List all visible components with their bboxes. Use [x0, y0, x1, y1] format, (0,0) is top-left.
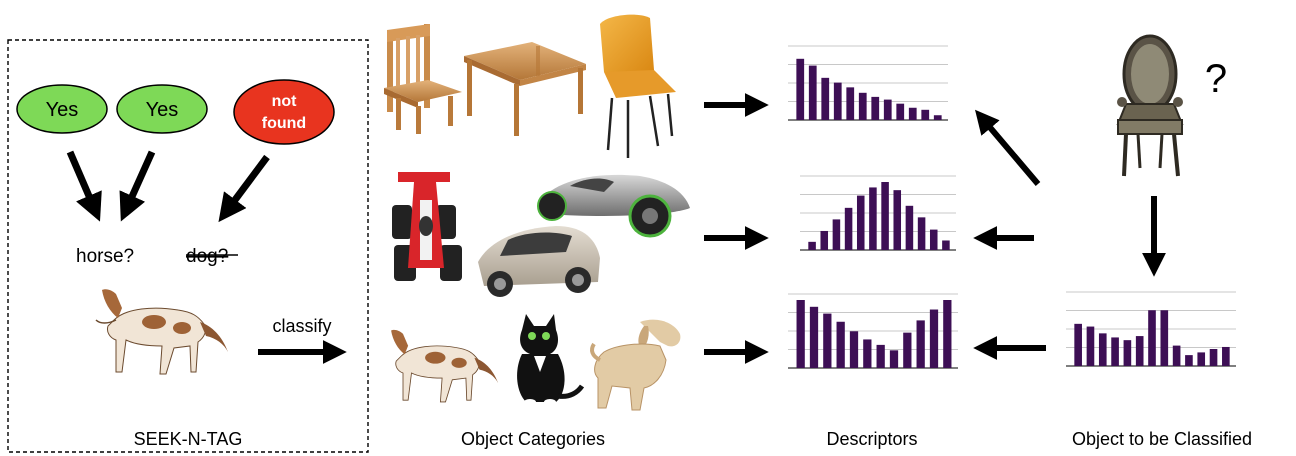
histogram-bar	[1123, 340, 1132, 366]
histogram-bar	[846, 87, 855, 120]
histogram-bar	[821, 77, 830, 120]
seek-n-tag-panel	[7, 39, 369, 453]
histogram-bar	[881, 182, 889, 250]
histogram-bar	[883, 99, 892, 120]
query-dog: dog?	[186, 246, 228, 267]
query-horse: horse?	[76, 246, 134, 267]
histogram-bar	[1098, 333, 1107, 366]
histogram-bar	[905, 205, 914, 250]
yes-label: Yes	[46, 99, 79, 121]
descriptor-histogram-furniture	[788, 45, 948, 121]
histogram-bar	[809, 306, 819, 368]
histogram-bar	[823, 313, 832, 368]
histogram-bar	[820, 230, 829, 250]
histogram-bar	[1111, 337, 1119, 366]
histogram-bar	[1074, 323, 1082, 366]
arrow-up-left-icon	[975, 109, 1041, 186]
histogram-bar	[893, 190, 902, 250]
histogram-bar	[917, 217, 926, 250]
race-car-icon	[392, 172, 462, 281]
arrow-down-icon	[119, 150, 156, 222]
histogram-bar	[943, 300, 952, 368]
cat-icon	[517, 314, 585, 405]
histogram-bar	[1222, 346, 1230, 366]
yes-bubble: Yes	[16, 84, 108, 134]
query-descriptor-histogram	[1066, 291, 1236, 367]
histogram-bar	[896, 103, 905, 120]
histogram-bar	[1086, 326, 1095, 366]
histogram-bar	[929, 229, 938, 250]
descriptor-histogram-animals	[788, 293, 958, 369]
histogram-bar	[849, 331, 859, 368]
table-icon	[464, 42, 586, 136]
arrow-down-icon	[218, 154, 270, 223]
histogram-bar	[808, 241, 816, 250]
antique-chair-icon	[1116, 34, 1184, 177]
suv-icon	[478, 226, 600, 297]
not-found-label-line2: found	[262, 115, 306, 132]
histogram-bar	[1197, 352, 1206, 366]
section-label-object-to-classify: Object to be Classified	[1072, 429, 1252, 449]
histogram-bar	[942, 240, 950, 250]
histogram-bar	[929, 309, 939, 368]
histogram-bar	[871, 96, 880, 120]
histogram-bar	[796, 58, 805, 120]
histogram-bar	[833, 82, 842, 120]
seek-n-tag-title: SEEK-N-TAG	[134, 429, 243, 449]
histogram-bar	[832, 219, 841, 250]
histogram-bar	[1148, 310, 1156, 366]
histogram-bar	[1172, 345, 1181, 366]
histogram-bar	[796, 300, 805, 368]
histogram-bar	[869, 187, 877, 250]
arrow-down-icon	[66, 150, 102, 222]
histogram-bar	[1135, 336, 1144, 366]
histogram-bar	[1160, 310, 1169, 366]
histogram-bar	[933, 115, 942, 120]
histogram-bar	[921, 109, 930, 120]
question-mark: ?	[1205, 57, 1227, 101]
histogram-bar	[863, 339, 872, 368]
histogram-bar	[1185, 355, 1193, 366]
histogram-bar	[856, 195, 865, 250]
not-found-bubble: not found	[233, 79, 335, 145]
histogram-bar	[1209, 349, 1218, 366]
chair-icon	[600, 14, 676, 158]
horse-icon	[95, 289, 228, 375]
histogram-bar	[858, 92, 867, 120]
horse-icon	[391, 329, 499, 403]
classify-label: classify	[272, 316, 331, 336]
section-label-object-categories: Object Categories	[461, 429, 605, 449]
not-found-label-line1: not	[272, 93, 298, 110]
section-label-descriptors: Descriptors	[826, 429, 917, 449]
yes-bubble: Yes	[116, 84, 208, 134]
histogram-bar	[903, 332, 912, 368]
histogram-bar	[889, 350, 899, 368]
histogram-bar	[836, 321, 845, 368]
descriptor-histogram-vehicles	[800, 175, 956, 251]
chair-icon	[384, 24, 462, 134]
yes-label: Yes	[146, 99, 179, 121]
histogram-bar	[908, 107, 917, 120]
histogram-bar	[808, 65, 817, 120]
histogram-bar	[916, 320, 925, 368]
histogram-bar	[844, 207, 853, 250]
histogram-bar	[876, 344, 885, 368]
dog-icon	[590, 319, 681, 411]
concept-car-icon	[537, 174, 690, 238]
